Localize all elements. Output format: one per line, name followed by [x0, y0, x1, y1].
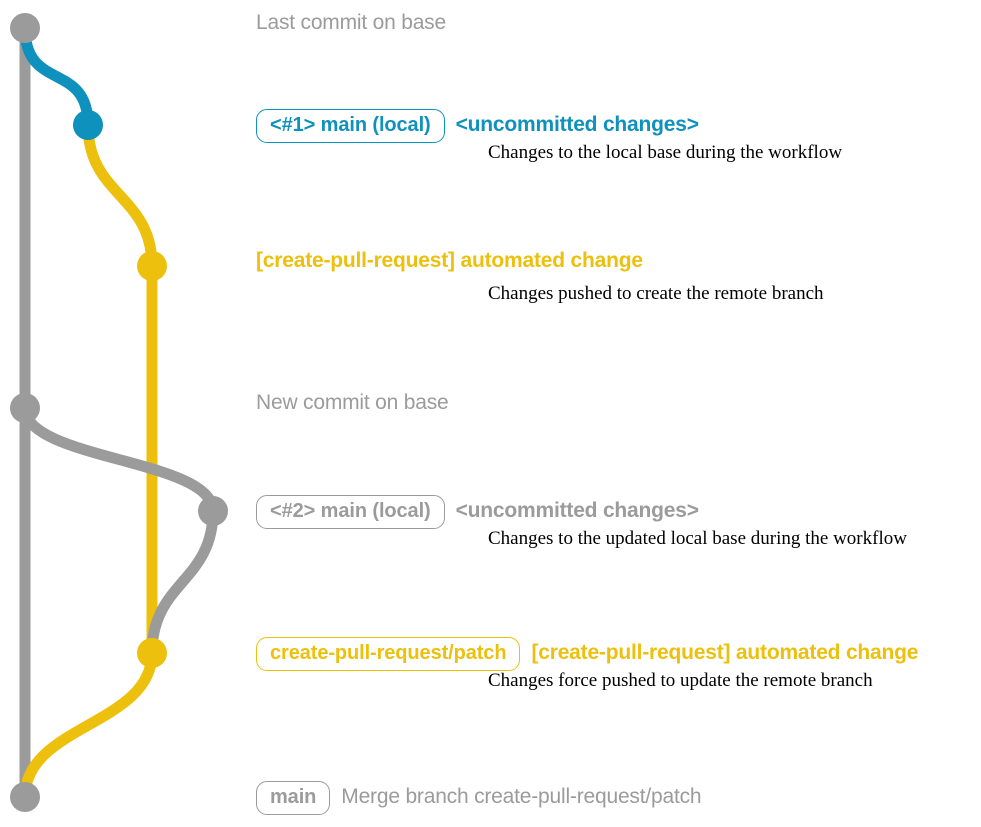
graph-edge-local2-to-patch2	[146, 505, 219, 659]
commit-subject-main-local-1: <uncommitted changes>	[455, 113, 699, 136]
graph-edges	[19, 22, 219, 803]
commit-node-last-commit-on-base[interactable]	[10, 13, 40, 43]
commit-row-main-local-1: <#1> main (local) <uncommitted changes>	[256, 109, 699, 143]
commit-row-merge-commit: main Merge branch create-pull-request/pat…	[256, 781, 702, 815]
commit-body-automated-change-2: Changes force pushed to update the remot…	[488, 670, 873, 691]
commit-node-automated-change-2[interactable]	[137, 638, 167, 668]
commit-subject-merge-commit: Merge branch create-pull-request/patch	[341, 785, 702, 808]
commit-body-main-local-2: Changes to the updated local base during…	[488, 528, 907, 549]
commit-subject-automated-change-2: [create-pull-request] automated change	[531, 641, 919, 664]
graph-edge-branch-base-to-local1	[19, 22, 94, 131]
graph-nodes	[10, 13, 228, 812]
commit-node-main-local-1[interactable]	[73, 110, 103, 140]
branch-badge-main-local-1[interactable]: <#1> main (local)	[256, 109, 445, 143]
commit-subject-main-local-2: <uncommitted changes>	[455, 499, 699, 522]
commit-subject-new-commit-on-base: New commit on base	[256, 391, 449, 414]
commit-row-new-commit-on-base: New commit on base	[256, 391, 449, 414]
commit-node-automated-change-1[interactable]	[137, 251, 167, 281]
graph-edge-base-to-local2	[19, 402, 219, 517]
commit-body-automated-change-1: Changes pushed to create the remote bran…	[488, 283, 824, 304]
commit-row-automated-change-1: [create-pull-request] automated change	[256, 249, 643, 272]
commit-body-main-local-1: Changes to the local base during the wor…	[488, 142, 843, 163]
branch-badge-automated-change-2[interactable]: create-pull-request/patch	[256, 637, 521, 671]
branch-badge-main-local-2[interactable]: <#2> main (local)	[256, 495, 445, 529]
commit-row-main-local-2: <#2> main (local) <uncommitted changes>	[256, 495, 699, 529]
commit-subject-last-commit-on-base: Last commit on base	[256, 11, 446, 34]
commit-row-last-commit-on-base: Last commit on base	[256, 11, 446, 34]
commit-node-new-commit-on-base[interactable]	[10, 393, 40, 423]
commit-node-main-local-2[interactable]	[198, 496, 228, 526]
commit-row-automated-change-2: create-pull-request/patch [create-pull-re…	[256, 637, 918, 671]
branch-badge-merge-commit[interactable]: main	[256, 781, 331, 815]
graph-edge-patch2-to-merge	[19, 647, 158, 803]
commit-node-merge-commit[interactable]	[10, 782, 40, 812]
commit-subject-automated-change-1: [create-pull-request] automated change	[256, 249, 643, 272]
graph-edge-local1-to-patch1	[82, 119, 158, 272]
